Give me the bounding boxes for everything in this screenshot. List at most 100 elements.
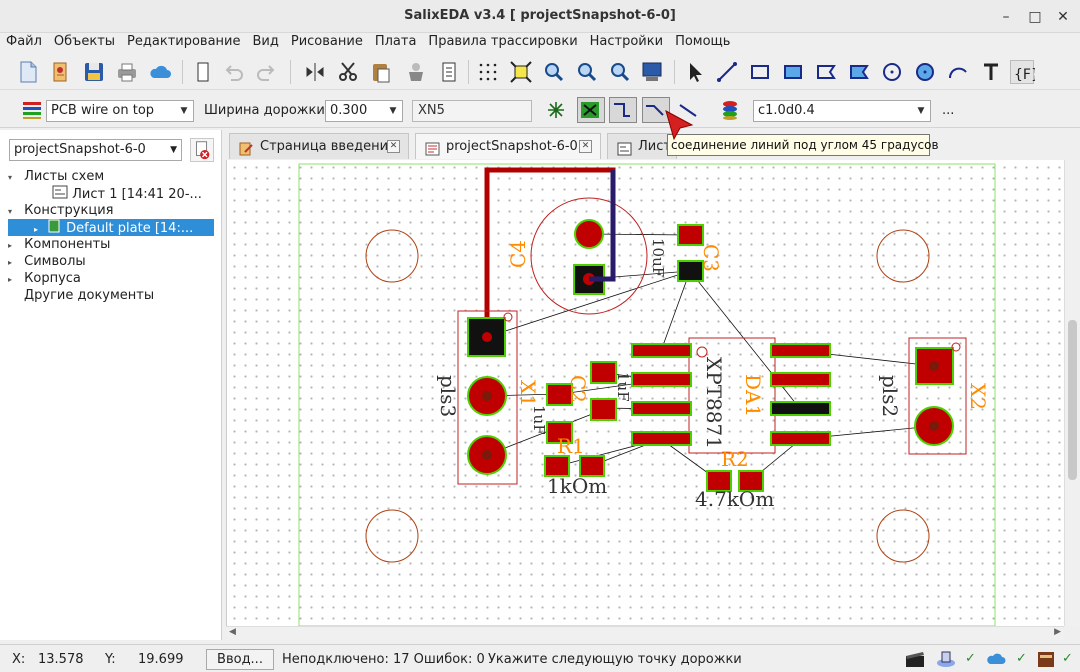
minimize-button[interactable]: – [1002, 9, 1010, 25]
close-icon[interactable]: ✕ [579, 140, 592, 153]
hint-status: Укажите следующую точку дорожки [488, 652, 742, 667]
clapper-icon[interactable] [904, 649, 926, 669]
filled-polygon-tool-icon[interactable] [847, 60, 871, 84]
menu-board[interactable]: Плата [374, 34, 417, 49]
cloud-sync-icon[interactable] [985, 649, 1007, 669]
input-button[interactable]: Ввод... [206, 649, 274, 670]
text-tool-icon[interactable] [979, 60, 1003, 84]
chevron-down-icon[interactable]: ▾ [8, 173, 13, 182]
menu-view[interactable]: Вид [252, 34, 279, 49]
c2-pad-1 [590, 361, 617, 384]
menu-routing-rules[interactable]: Правила трассировки [428, 34, 578, 49]
tree-item-packages[interactable]: ▸ Корпуса [8, 270, 214, 287]
cut-icon[interactable] [336, 60, 360, 84]
mounting-hole [365, 229, 419, 283]
layer-select[interactable]: PCB wire on top▼ [46, 100, 194, 122]
filled-rect-tool-icon[interactable] [781, 60, 805, 84]
pcb-drawing: C4 C3 10uF pls3 X1 1uF C2 1uF R1 1kOm R2… [298, 163, 996, 626]
pencil-icon [239, 140, 254, 156]
net-name-field[interactable]: XN5 [412, 100, 532, 122]
tree-item-components[interactable]: ▸ Компоненты [8, 236, 214, 253]
menu-file[interactable]: Файл [6, 34, 42, 49]
tree-item-symbols[interactable]: ▸ Символы [8, 253, 214, 270]
chevron-right-icon[interactable]: ▸ [8, 275, 13, 284]
zoom-out-icon[interactable] [575, 60, 599, 84]
horizontal-scrollbar[interactable]: ◀ ▶ [226, 626, 1064, 640]
formula-icon[interactable]: {F} [1010, 60, 1040, 84]
rule-select[interactable]: c1.0d0.4▼ [753, 100, 931, 122]
undo-icon[interactable] [222, 60, 246, 84]
via-stack-icon[interactable] [718, 98, 742, 122]
project-select[interactable]: projectSnapshot-6-0 ▼ [9, 139, 182, 161]
open-project-icon[interactable] [49, 60, 73, 84]
tree-item-other-docs[interactable]: Другие документы [8, 287, 214, 304]
rect-tool-icon[interactable] [748, 60, 772, 84]
window-title: SalixEDA v3.4 [ projectSnapshot-6-0] [404, 8, 676, 23]
zoom-area-icon[interactable] [608, 60, 632, 84]
menu-objects[interactable]: Объекты [53, 34, 116, 49]
redo-icon[interactable] [254, 60, 278, 84]
properties-icon[interactable] [437, 60, 461, 84]
net-connect-icon[interactable] [544, 98, 568, 122]
blank-page-icon[interactable] [191, 60, 215, 84]
track-width-select[interactable]: 0.300▼ [325, 100, 403, 122]
circle-tool-icon[interactable] [880, 60, 904, 84]
print-icon[interactable] [115, 60, 139, 84]
grid-icon[interactable] [476, 60, 500, 84]
tab-label: Лист [638, 139, 671, 154]
menu-help[interactable]: Помощь [675, 34, 731, 49]
paste-icon[interactable] [369, 60, 393, 84]
tree-item-construction[interactable]: ▾ Конструкция [8, 202, 214, 219]
chevron-down-icon: ▼ [170, 145, 177, 155]
line-tool-icon[interactable] [715, 60, 739, 84]
filled-circle-tool-icon[interactable] [913, 60, 937, 84]
pcb-canvas[interactable]: C4 C3 10uF pls3 X1 1uF C2 1uF R1 1kOm R2… [226, 160, 1064, 626]
unconnected-status: Неподключено: 17 Ошибок: 0 [282, 652, 485, 667]
close-icon[interactable]: ✕ [387, 140, 400, 153]
document-tabs: Страница введения ✕ projectSnapshot-6-0 … [226, 133, 1080, 159]
tree-item-default-plate[interactable]: ▸ Default plate [14:... [8, 219, 214, 236]
orthogonal-route-icon[interactable] [609, 97, 637, 123]
vertical-scrollbar[interactable] [1064, 160, 1080, 626]
zoom-fit-icon[interactable] [509, 60, 533, 84]
new-file-icon[interactable] [16, 60, 40, 84]
more-button[interactable]: ... [942, 103, 955, 118]
free-angle-route-icon[interactable] [676, 98, 700, 122]
chevron-right-icon[interactable]: ▸ [8, 258, 13, 267]
delete-project-button[interactable] [190, 138, 214, 162]
chevron-right-icon[interactable]: ▸ [34, 225, 39, 234]
tree-item-schematic-sheets[interactable]: ▾ Листы схем [8, 168, 214, 185]
scroll-right-icon[interactable]: ▶ [1054, 627, 1061, 637]
select-pointer-icon[interactable] [682, 60, 706, 84]
tab-sheet[interactable]: Лист [607, 133, 677, 159]
mounting-hole [365, 509, 419, 563]
tab-project[interactable]: projectSnapshot-6-0 ✕ [415, 133, 601, 159]
tab-intro-page[interactable]: Страница введения ✕ [229, 133, 409, 159]
menu-edit[interactable]: Редактирование [127, 34, 241, 49]
arc-tool-icon[interactable] [946, 60, 970, 84]
menu-draw[interactable]: Рисование [290, 34, 363, 49]
diagonal-45-route-icon[interactable] [642, 97, 670, 123]
cloud-icon[interactable] [148, 60, 172, 84]
clean-icon[interactable] [404, 60, 428, 84]
flip-icon[interactable] [303, 60, 327, 84]
scroll-left-icon[interactable]: ◀ [229, 627, 236, 637]
highlight-net-icon[interactable] [577, 97, 605, 123]
monitor-icon[interactable] [640, 60, 664, 84]
tree-item-sheet-1[interactable]: Лист 1 [14:41 20-... [8, 185, 214, 202]
chevron-down-icon[interactable]: ▾ [8, 207, 13, 216]
board-3d-icon[interactable] [935, 649, 957, 669]
polygon-tool-icon[interactable] [814, 60, 838, 84]
save-icon[interactable] [82, 60, 106, 84]
scrollbar-thumb[interactable] [1068, 320, 1077, 480]
label-c3: C3 [699, 244, 723, 272]
menu-settings[interactable]: Настройки [589, 34, 664, 49]
c4-pad-1 [574, 219, 604, 249]
archive-icon[interactable] [1035, 649, 1057, 669]
layers-icon[interactable] [20, 98, 44, 122]
zoom-in-icon[interactable] [542, 60, 566, 84]
maximize-button[interactable]: □ [1028, 9, 1042, 25]
close-button[interactable]: ✕ [1057, 9, 1069, 25]
chevron-right-icon[interactable]: ▸ [8, 241, 13, 250]
routing-toolbar: PCB wire on top▼ Ширина дорожки: 0.300▼ … [0, 92, 1080, 128]
